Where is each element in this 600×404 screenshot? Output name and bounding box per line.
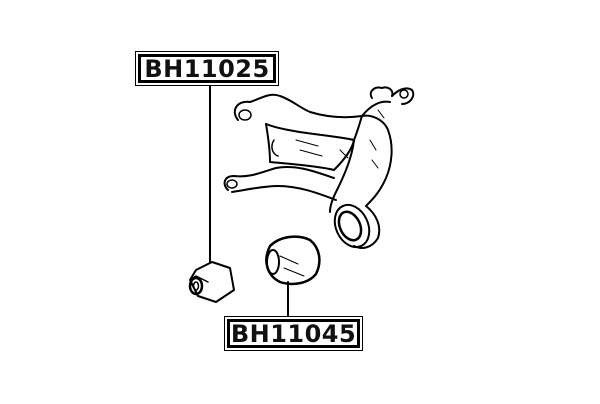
bushing-bh11025-drawing [188,261,235,303]
part-number-label-bh11045[interactable]: BH11045 [226,318,361,349]
bushing-bh11045-drawing [265,235,321,286]
part-number-label-bh11025[interactable]: BH11025 [137,53,277,84]
knuckle-drawing [223,86,415,249]
